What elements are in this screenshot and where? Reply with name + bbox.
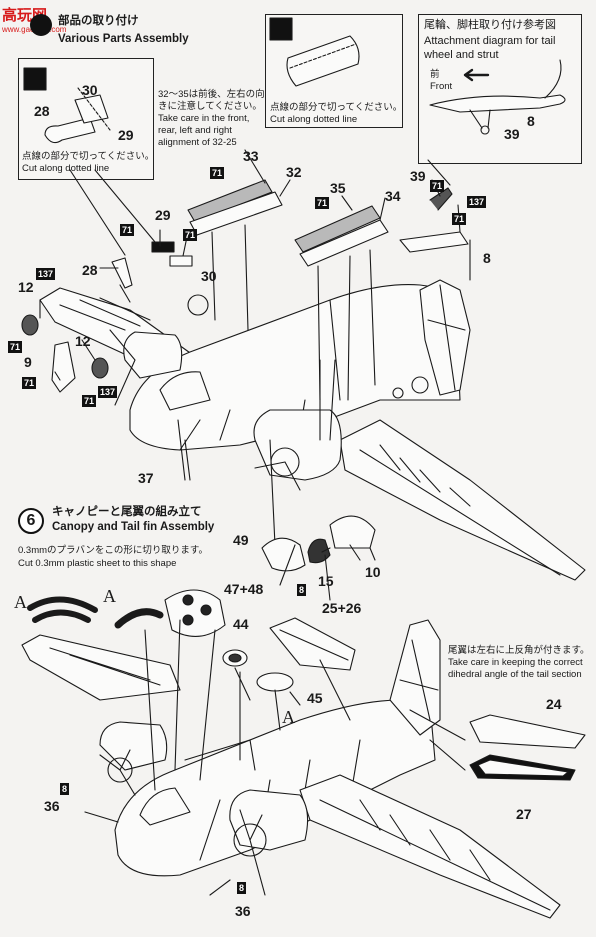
callout-tail-wheel [418, 14, 582, 164]
color-code-71-d: 71 [8, 341, 23, 353]
cut-shape-a2 [114, 608, 164, 629]
color-code-8-c: 8 [237, 882, 247, 894]
part-30 [169, 255, 193, 267]
color-code-71-f: 71 [82, 395, 97, 407]
label-part-49: 49 [233, 532, 249, 548]
label-part-39b: 39 [504, 126, 520, 142]
color-code-71-e: 71 [22, 377, 37, 389]
front-label-en: Front [430, 81, 453, 92]
color-code-71-g: 71 [315, 197, 330, 209]
part-34-strip [299, 219, 389, 267]
color-code-8-a: 8 [297, 584, 307, 596]
cut-note-2-jp: 点線の部分で切ってください。 [270, 102, 403, 113]
wheel-12-right [91, 357, 109, 379]
label-part-30a: 30 [82, 82, 98, 98]
section5-title-en: Various Parts Assembly [58, 33, 189, 45]
color-code-137-c: 137 [467, 196, 487, 208]
tail-note-jp: 尾輪、脚柱取り付け参考図 [424, 19, 556, 31]
cut-note-1-jp: 点線の部分で切ってください。 [22, 151, 155, 162]
label-part-27: 27 [516, 806, 532, 822]
color-code-137-a: 137 [36, 268, 56, 280]
color-code-71-h: 71 [430, 180, 445, 192]
label-part-25-26: 25+26 [322, 600, 362, 616]
section5-title-jp: 部品の取り付け [58, 15, 139, 27]
color-code-71-a: 71 [210, 167, 225, 179]
plastic-note-en: Cut 0.3mm plastic sheet to this shape [18, 558, 177, 569]
part-8-plate [399, 231, 469, 253]
label-part-8b: 8 [483, 250, 491, 266]
label-part-9: 9 [24, 354, 32, 370]
wheel-12-left [21, 314, 39, 336]
part-29 [151, 241, 175, 253]
upper-aircraft-drawing [39, 279, 586, 581]
label-part-34: 34 [385, 188, 401, 204]
label-part-8a: 8 [527, 113, 535, 129]
label-part-37: 37 [138, 470, 154, 486]
label-part-45: 45 [307, 690, 323, 706]
label-part-36a: 36 [44, 798, 60, 814]
cut-shape-a1 [27, 596, 98, 613]
label-part-15: 15 [318, 573, 334, 589]
label-part-12b: 12 [75, 333, 91, 349]
align-note-en3: alignment of 32-25 [158, 137, 237, 148]
color-code-71-i: 71 [452, 213, 467, 225]
label-A-3: A [282, 707, 295, 727]
section6-title-jp: キャノピーと尾翼の組み立て [52, 506, 202, 518]
align-note-en1: Take care in the front, [158, 113, 250, 124]
label-part-24: 24 [546, 696, 562, 712]
align-note-jp2: きに注意してください。 [158, 101, 262, 112]
front-label-jp: 前 [430, 69, 440, 80]
label-part-29b: 29 [155, 207, 171, 223]
cut-note-1-en: Cut along dotted line [22, 163, 110, 174]
part-24 [469, 714, 586, 749]
color-code-71-c: 71 [120, 224, 135, 236]
label-part-47-48: 47+48 [224, 581, 264, 597]
color-code-137-b: 137 [98, 386, 118, 398]
label-part-33: 33 [243, 148, 259, 164]
label-part-35: 35 [330, 180, 346, 196]
dihedral-note-jp: 尾翼は左右に上反角が付きます。 [448, 645, 590, 656]
part-45 [256, 672, 294, 692]
label-part-32: 32 [286, 164, 302, 180]
part-15 [307, 538, 331, 564]
color-code-71-b: 71 [183, 229, 198, 241]
part-47-48 [164, 589, 226, 637]
align-note-jp1: 32～35は前後、左右の向 [158, 89, 265, 100]
part-49-canopy [261, 537, 306, 572]
part-33-strip [187, 179, 273, 223]
dihedral-note-en1: Take care in keeping the correct [448, 657, 583, 668]
step-5-badge [30, 14, 52, 36]
label-part-44: 44 [233, 616, 249, 632]
tail-note-en2: wheel and strut [424, 49, 499, 61]
label-part-30b: 30 [201, 268, 217, 284]
label-part-29a: 29 [118, 127, 134, 143]
label-part-28a: 28 [34, 103, 50, 119]
cut-note-2-en: Cut along dotted line [270, 114, 358, 125]
step-6-badge: 6 [18, 508, 44, 534]
plastic-note-jp: 0.3mmのプラバンをこの形に切り取ります。 [18, 545, 208, 556]
label-part-10: 10 [365, 564, 381, 580]
label-A-2: A [103, 586, 116, 606]
part-28 [111, 257, 133, 289]
lower-aircraft-drawing [21, 619, 561, 919]
part-10-canopy [329, 515, 376, 549]
label-part-36b: 36 [235, 903, 251, 919]
label-part-28b: 28 [82, 262, 98, 278]
tail-note-en1: Attachment diagram for tail [424, 35, 556, 47]
color-code-8-b: 8 [60, 783, 70, 795]
label-part-39a: 39 [410, 168, 426, 184]
part-9-strut [51, 341, 76, 393]
align-note-en2: rear, left and right [158, 125, 232, 136]
dihedral-note-en2: dihedral angle of the tail section [448, 669, 582, 680]
section6-title-en: Canopy and Tail fin Assembly [52, 521, 215, 533]
label-part-12a: 12 [18, 279, 34, 295]
label-A-1: A [14, 592, 27, 612]
